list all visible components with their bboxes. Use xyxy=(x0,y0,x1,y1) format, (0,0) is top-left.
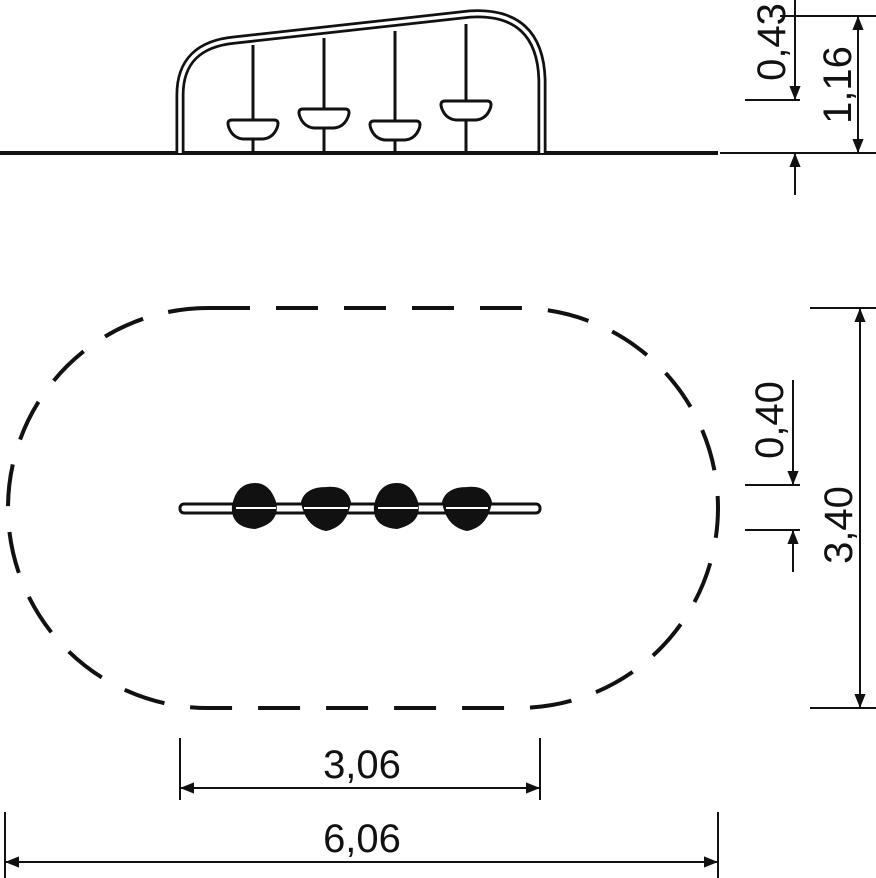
elevation-view: 0,43 1,16 xyxy=(0,0,876,195)
plan-view: 0,40 3,40 3,06 6,06 xyxy=(4,306,876,878)
seat-plates xyxy=(231,482,493,532)
seat-posts xyxy=(251,24,468,153)
plan-dimensions: 0,40 3,40 3,06 6,06 xyxy=(4,307,876,878)
dimension-label-0-40: 0,40 xyxy=(748,381,792,459)
dimension-label-0-43: 0,43 xyxy=(750,3,794,81)
frame-tube xyxy=(175,9,547,153)
stepping-seats xyxy=(226,99,493,142)
dimension-label-3-06: 3,06 xyxy=(323,743,401,787)
safety-zone-outline xyxy=(6,306,720,710)
dimension-label-3-40: 3,40 xyxy=(817,486,861,564)
elevation-dimensions: 0,43 1,16 xyxy=(720,0,876,195)
dimension-label-1-16: 1,16 xyxy=(816,46,860,124)
dimension-label-6-06: 6,06 xyxy=(323,817,401,861)
